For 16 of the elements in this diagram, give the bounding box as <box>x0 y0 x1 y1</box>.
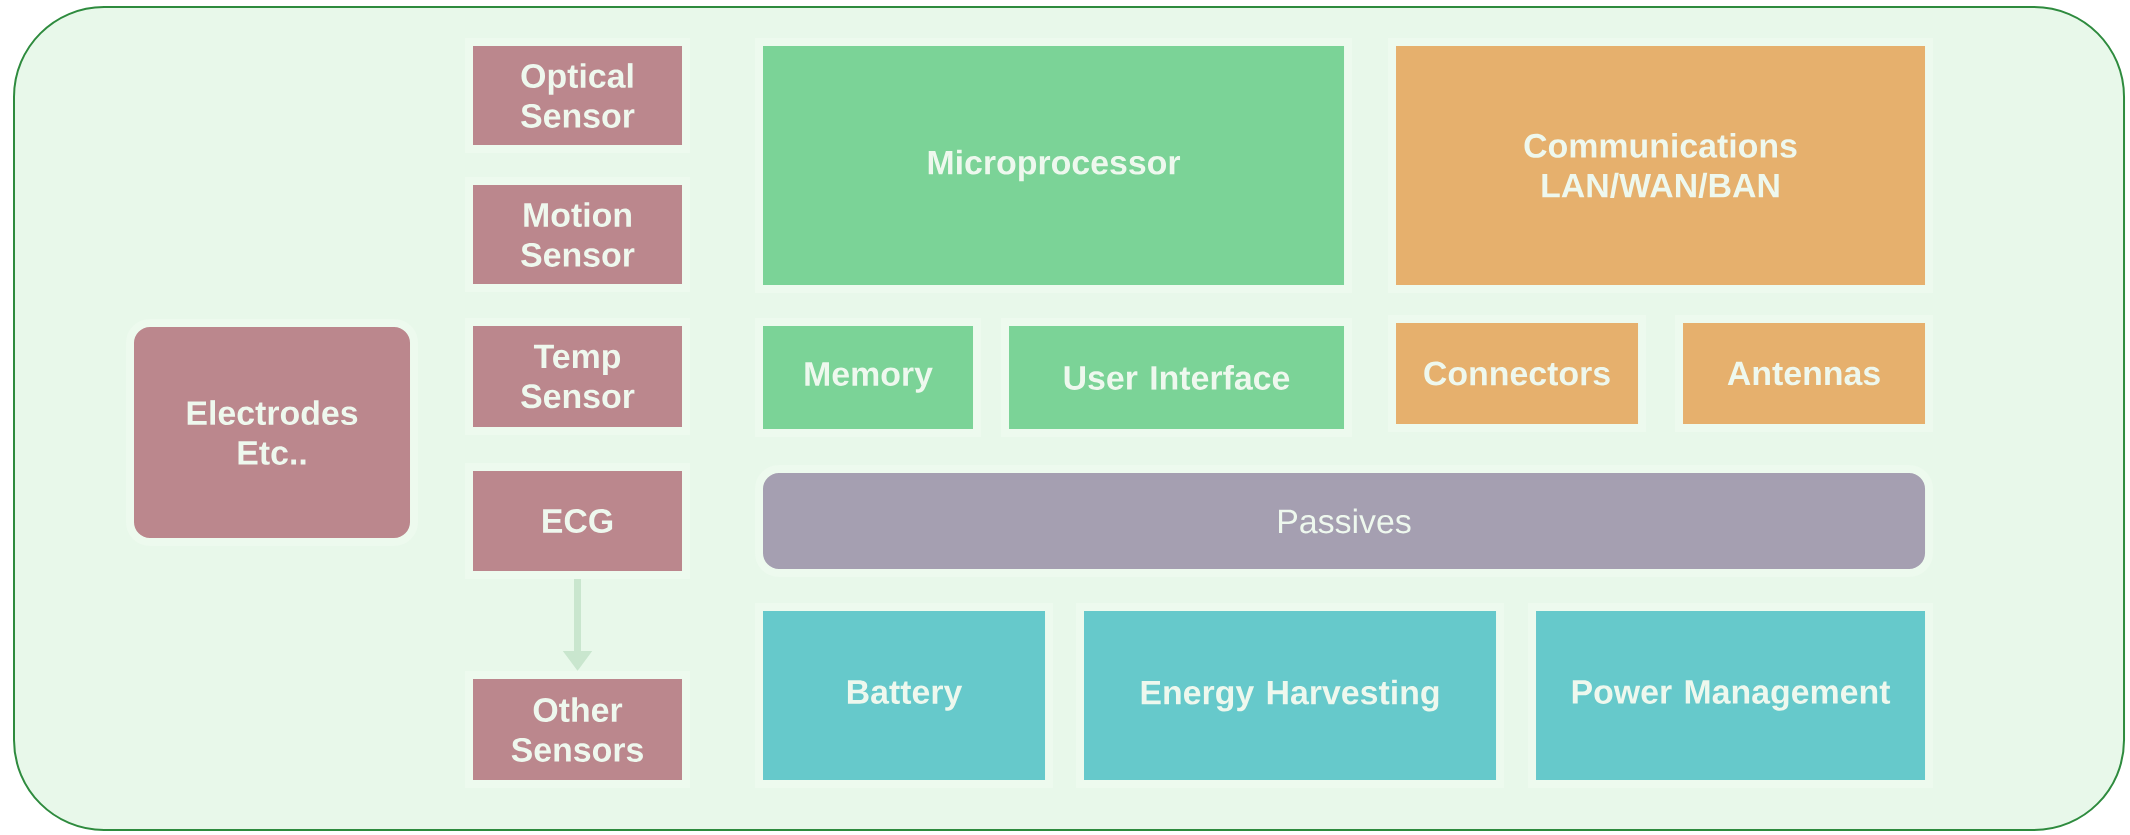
electrode-box: Electrodes Etc.. <box>126 319 418 546</box>
passives-bar: Passives <box>755 465 1934 577</box>
connector-box: Connectors <box>1388 315 1647 432</box>
sensor-box: Optical Sensor <box>465 38 690 153</box>
sensor-box: Motion Sensor <box>465 177 690 292</box>
communications-box: Communications LAN/WAN/BAN <box>1388 38 1934 293</box>
memory-box: Memory <box>755 318 981 437</box>
antenna-box: Antennas <box>1675 315 1934 432</box>
sensor-box: ECG <box>465 463 690 579</box>
sensor-box: Temp Sensor <box>465 318 690 435</box>
sensor-box: Other Sensors <box>465 671 690 788</box>
processor-box: Microprocessor <box>755 38 1353 293</box>
interface-box: User Interface <box>1001 318 1352 437</box>
battery-box: Battery <box>755 603 1053 788</box>
harvesting-box: Energy Harvesting <box>1076 603 1504 788</box>
power-management-box: Power Management <box>1528 603 1934 788</box>
